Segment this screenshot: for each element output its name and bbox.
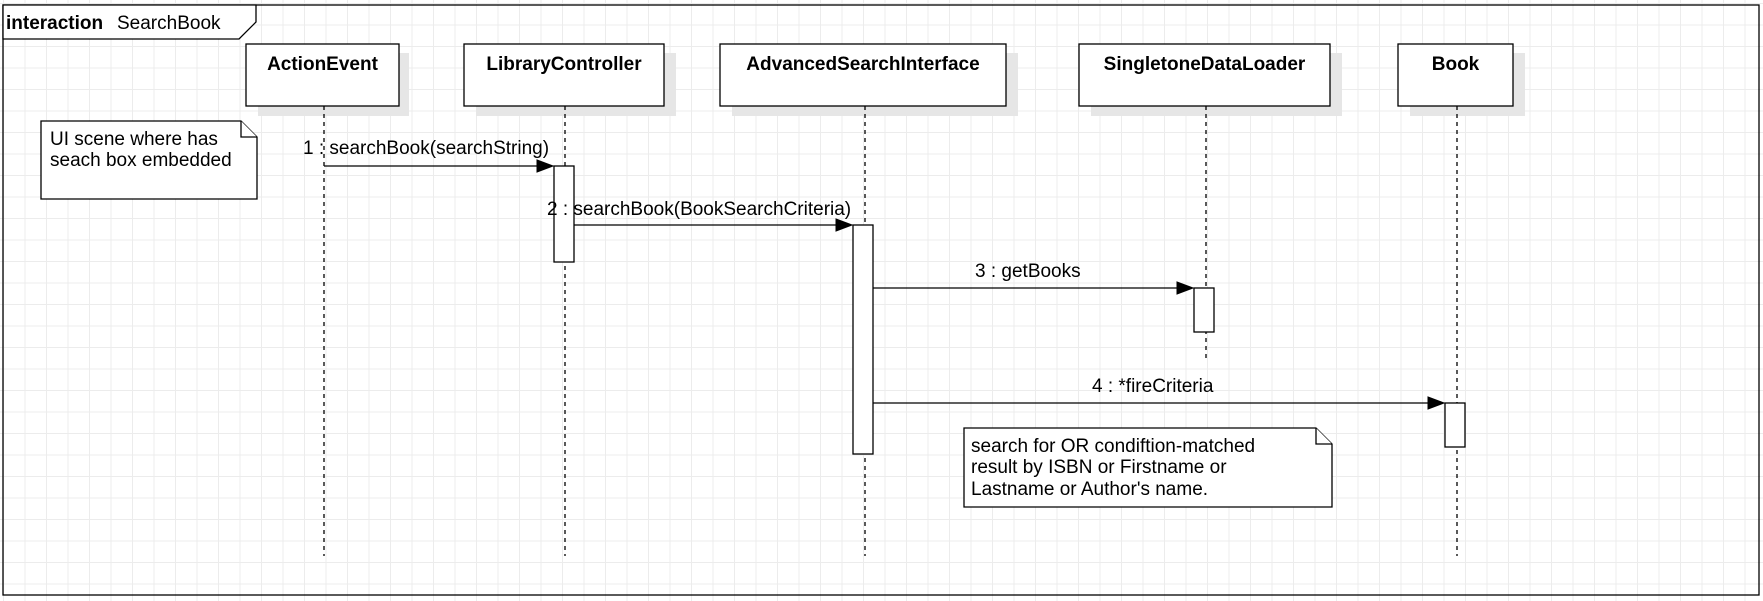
activation-advancedsearchinterface[interactable]	[852, 224, 874, 455]
message-label: 2 : searchBook(BookSearchCriteria)	[547, 199, 851, 220]
frame-title: SearchBook	[117, 13, 221, 34]
arrow-head-icon	[1427, 396, 1446, 410]
lifeline-head[interactable]	[245, 43, 400, 107]
message-label: 1 : searchBook(searchString)	[303, 138, 549, 159]
lifeline-advancedsearchinterface[interactable]: AdvancedSearchInterface	[719, 43, 1018, 556]
message-label: 4 : *fireCriteria	[1092, 376, 1214, 397]
lifeline-book[interactable]: Book	[1397, 43, 1525, 556]
lifeline-head[interactable]	[463, 43, 665, 107]
lifeline-librarycontroller[interactable]: LibraryController	[463, 43, 676, 556]
frame-border	[2, 4, 1760, 596]
activation-book[interactable]	[1444, 402, 1466, 448]
arrow-head-icon	[536, 159, 555, 173]
note-text-line: UI scene where has	[50, 129, 218, 150]
message-1[interactable]: 1 : searchBook(searchString)	[303, 138, 555, 173]
note-body[interactable]	[40, 120, 258, 200]
message-4[interactable]: 4 : *fireCriteria	[873, 376, 1446, 410]
lifeline-head[interactable]	[1078, 43, 1331, 107]
lifeline-actionevent[interactable]: ActionEvent	[245, 43, 409, 556]
note-fold	[1315, 428, 1332, 445]
frame-tab	[2, 4, 257, 40]
message-label: 3 : getBooks	[975, 261, 1081, 282]
message-2[interactable]: 2 : searchBook(BookSearchCriteria)	[547, 199, 854, 232]
lifeline-label: AdvancedSearchInterface	[746, 54, 979, 75]
interaction-frame: interaction SearchBook	[2, 4, 1760, 596]
message-3[interactable]: 3 : getBooks	[873, 261, 1195, 295]
lifeline-label: SingletoneDataLoader	[1104, 54, 1306, 75]
frame-keyword: interaction	[6, 13, 103, 34]
note-text-line: result by ISBN or Firstname or	[971, 457, 1227, 478]
note-body[interactable]	[963, 427, 1333, 508]
note-fold	[240, 121, 257, 138]
note-text-line: Lastname or Author's name.	[971, 479, 1208, 500]
lifeline-label: ActionEvent	[267, 54, 379, 75]
note-search-condition[interactable]: search for OR condiftion-matched result …	[963, 427, 1333, 508]
arrow-head-icon	[1176, 281, 1195, 295]
lifeline-head[interactable]	[1397, 43, 1514, 107]
activation-singletonedataloader[interactable]	[1193, 287, 1215, 333]
lifeline-head[interactable]	[719, 43, 1007, 107]
activation-librarycontroller[interactable]	[553, 165, 575, 263]
note-text-line: seach box embedded	[50, 150, 232, 171]
note-text-line: search for OR condiftion-matched	[971, 436, 1255, 457]
arrow-head-icon	[835, 218, 854, 232]
lifeline-singletonedataloader[interactable]: SingletoneDataLoader	[1078, 43, 1342, 362]
note-ui-scene[interactable]: UI scene where has seach box embedded	[40, 120, 258, 200]
lifeline-label: Book	[1432, 54, 1480, 75]
lifeline-label: LibraryController	[486, 54, 642, 75]
